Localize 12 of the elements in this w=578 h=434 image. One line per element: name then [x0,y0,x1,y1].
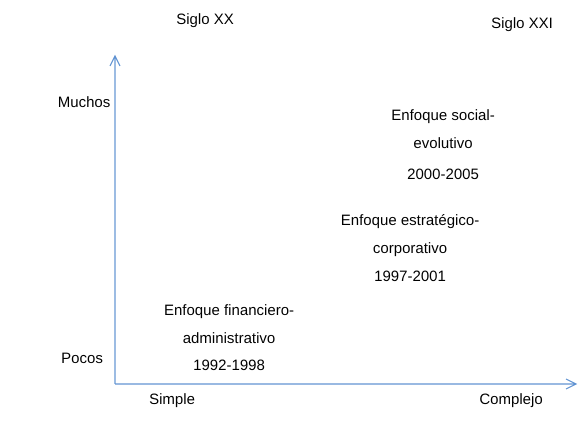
axis-label: Complejo [478,390,544,410]
approach-label: Enfoque estratégico-corporativo [340,211,480,259]
axis-label: Muchos [56,93,112,113]
date-range: 2000-2005 [406,165,480,185]
date-range: 1997-2001 [373,267,447,287]
period-label: Siglo XXI [490,14,554,34]
approach-label: Enfoque financiero-administrativo [162,301,296,349]
approach-label: Enfoque social-evolutivo [390,106,496,154]
period-label: Siglo XX [175,10,235,30]
axis-label: Simple [148,390,196,410]
axis-label: Pocos [60,349,104,369]
date-range: 1992-1998 [192,356,266,376]
